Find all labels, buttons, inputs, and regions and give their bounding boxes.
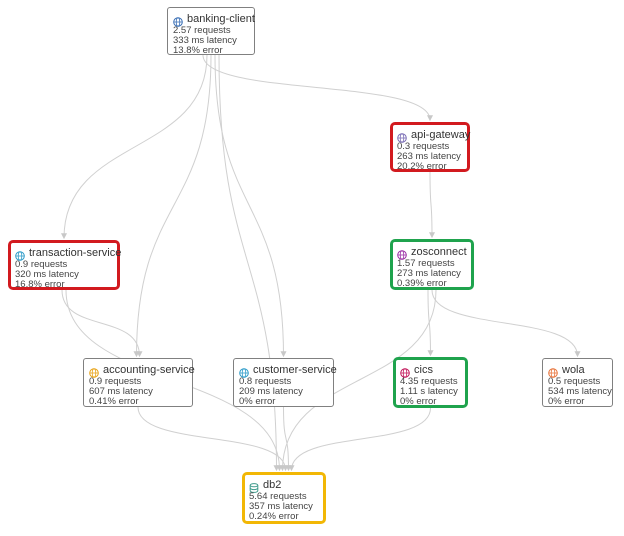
node-error: 0.39% error bbox=[397, 278, 447, 289]
node-title: wola bbox=[562, 363, 585, 376]
database-icon bbox=[249, 480, 259, 493]
globe-icon bbox=[397, 247, 407, 260]
node-title: banking-client bbox=[187, 12, 255, 25]
globe-icon bbox=[173, 14, 183, 27]
globe-icon bbox=[397, 130, 407, 143]
node-error: 0.24% error bbox=[249, 511, 299, 522]
node-title: customer-service bbox=[253, 363, 337, 376]
node-header: transaction-service bbox=[15, 245, 121, 261]
node-requests: 0.5 requests bbox=[548, 376, 601, 387]
node-latency: 320 ms latency bbox=[15, 269, 79, 280]
node-latency: 1.11 s latency bbox=[400, 386, 458, 397]
edge-banking-client-to-db2 bbox=[218, 54, 280, 472]
node-error: 0% error bbox=[239, 396, 276, 407]
node-header: accounting-service bbox=[89, 362, 195, 378]
edge-customer-service-to-db2 bbox=[283, 406, 292, 472]
node-error: 0.41% error bbox=[89, 396, 139, 407]
node-requests: 4.35 requests bbox=[400, 376, 458, 387]
edge-banking-client-to-customer-service bbox=[214, 54, 287, 358]
node-header: db2 bbox=[249, 477, 319, 493]
node-title: db2 bbox=[263, 478, 282, 491]
node-latency: 534 ms latency bbox=[548, 386, 612, 397]
node-header: customer-service bbox=[239, 362, 337, 378]
node-error: 0% error bbox=[548, 396, 585, 407]
node-latency: 209 ms latency bbox=[239, 386, 303, 397]
node-title: transaction-service bbox=[29, 246, 122, 259]
edge-cics-to-db2 bbox=[288, 407, 431, 472]
edge-api-gateway-to-zosconnect bbox=[428, 171, 435, 239]
globe-icon bbox=[15, 248, 25, 261]
edge-banking-client-to-transaction-service bbox=[61, 54, 208, 240]
edge-zosconnect-to-wola bbox=[431, 289, 581, 358]
node-requests: 0.3 requests bbox=[397, 141, 450, 152]
node-requests: 0.9 requests bbox=[15, 259, 68, 270]
globe-icon bbox=[89, 365, 99, 378]
node-header: banking-client bbox=[173, 11, 255, 27]
node-error: 20.2% error bbox=[397, 161, 447, 172]
node-title: cics bbox=[414, 363, 433, 376]
node-error: 13.8% error bbox=[173, 45, 223, 56]
node-header: zosconnect bbox=[397, 244, 467, 260]
node-requests: 0.9 requests bbox=[89, 376, 142, 387]
edge-accounting-service-to-db2 bbox=[137, 406, 289, 472]
node-requests: 5.64 requests bbox=[249, 491, 307, 502]
node-latency: 607 ms latency bbox=[89, 386, 153, 397]
node-requests: 2.57 requests bbox=[173, 25, 231, 36]
node-requests: 0.8 requests bbox=[239, 376, 292, 387]
node-header: api-gateway bbox=[397, 127, 470, 143]
edge-banking-client-to-api-gateway bbox=[202, 54, 433, 122]
node-title: api-gateway bbox=[411, 128, 471, 141]
globe-icon bbox=[400, 365, 410, 378]
node-error: 16.8% error bbox=[15, 279, 65, 290]
edge-banking-client-to-accounting-service bbox=[133, 54, 212, 358]
node-latency: 273 ms latency bbox=[397, 268, 461, 279]
node-title: accounting-service bbox=[103, 363, 195, 376]
node-title: zosconnect bbox=[411, 245, 467, 258]
globe-icon bbox=[548, 365, 558, 378]
node-requests: 1.57 requests bbox=[397, 258, 455, 269]
node-header: cics bbox=[400, 362, 461, 378]
edge-zosconnect-to-db2 bbox=[279, 289, 437, 472]
node-error: 0% error bbox=[400, 396, 437, 407]
globe-icon bbox=[239, 365, 249, 378]
node-latency: 263 ms latency bbox=[397, 151, 461, 162]
edge-transaction-service-to-accounting-service bbox=[61, 289, 143, 358]
node-latency: 333 ms latency bbox=[173, 35, 237, 46]
node-latency: 357 ms latency bbox=[249, 501, 313, 512]
node-header: wola bbox=[548, 362, 607, 378]
